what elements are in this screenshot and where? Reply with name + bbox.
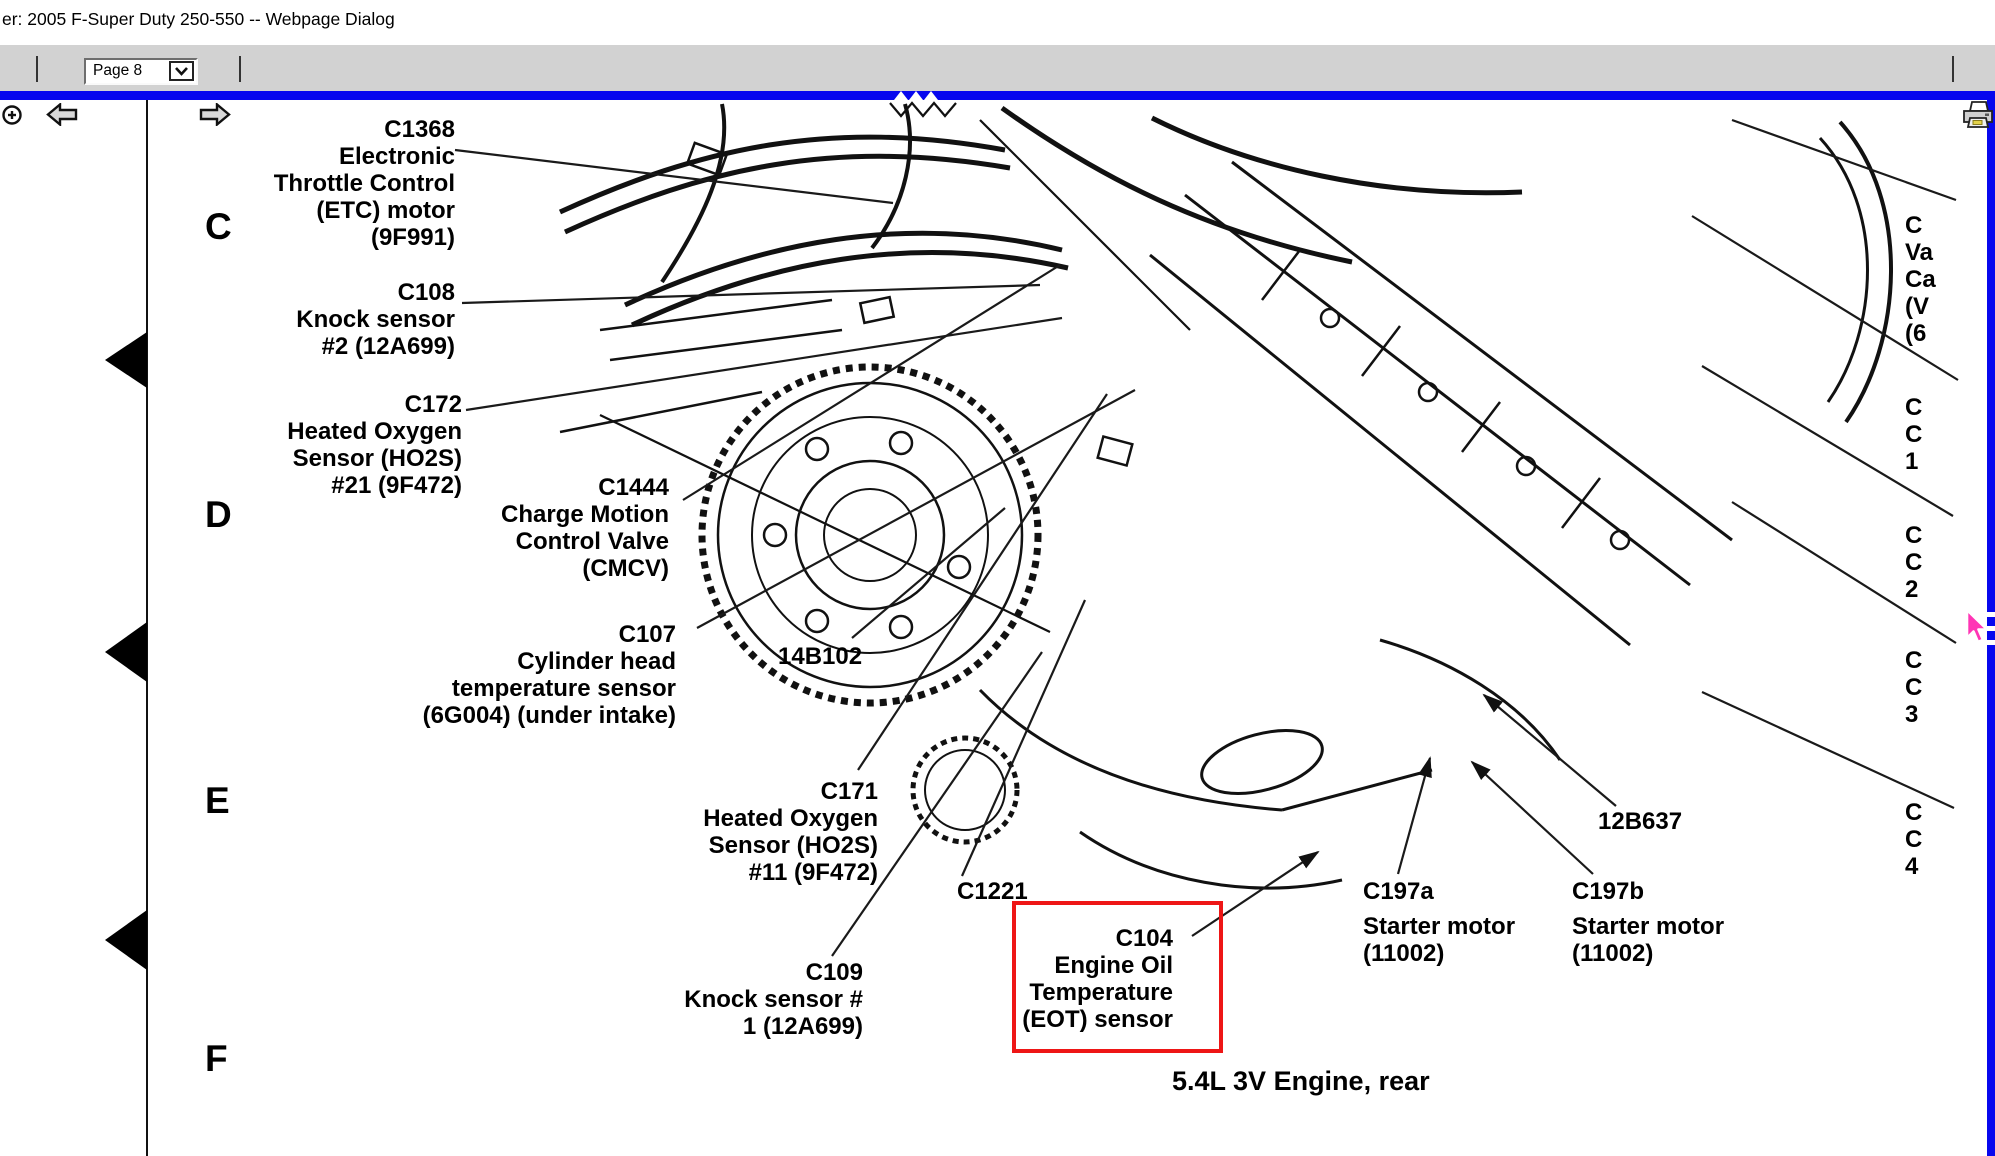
- toolbar-separator: [1952, 56, 1954, 82]
- diagram-margin-line: [146, 100, 148, 1156]
- stripe-dash: [1987, 640, 1995, 645]
- section-letter-c: C: [205, 206, 232, 247]
- print-icon[interactable]: [1963, 101, 1993, 129]
- section-pointer-triangle: [105, 332, 147, 388]
- notch-triangle: [894, 91, 908, 100]
- callout-12b637: 12B637: [1598, 808, 1683, 835]
- page-select-dropdown-button[interactable]: [169, 61, 194, 81]
- callout-14b102: 14B102: [778, 643, 863, 670]
- next-page-button[interactable]: [199, 103, 231, 126]
- stripe-dash: [1987, 626, 1995, 631]
- mouse-pointer: [1965, 608, 1989, 644]
- toolbar-separator: [36, 56, 38, 82]
- page-select[interactable]: Page 8: [84, 58, 198, 85]
- previous-page-button[interactable]: [46, 103, 78, 126]
- title-bar: er: 2005 F-Super Duty 250-550 -- Webpage…: [0, 0, 1995, 45]
- section-pointer-triangle: [105, 622, 147, 682]
- figure-caption: 5.4L 3V Engine, rear: [1172, 1066, 1430, 1096]
- stripe-dash: [1987, 612, 1995, 617]
- section-letter-f: F: [205, 1038, 228, 1079]
- notch-triangle: [924, 91, 938, 100]
- page-top-border: [0, 91, 1995, 100]
- callout-c104-highlighted: C104 Engine Oil Temperature (EOT) sensor: [1012, 901, 1223, 1053]
- section-letter-d: D: [205, 494, 232, 535]
- zoom-in-icon[interactable]: [2, 103, 24, 127]
- section-pointer-triangle: [105, 910, 147, 970]
- notch-triangle: [909, 91, 923, 100]
- window-title: er: 2005 F-Super Duty 250-550 -- Webpage…: [2, 9, 395, 29]
- page-select-value: Page 8: [93, 62, 143, 79]
- page-right-border: [1987, 91, 1995, 1156]
- section-letter-e: E: [205, 780, 230, 821]
- chevron-down-icon: [175, 67, 188, 76]
- callout-c1221: C1221: [957, 878, 1028, 905]
- toolbar: Page 8: [0, 45, 1995, 128]
- toolbar-separator: [239, 56, 241, 82]
